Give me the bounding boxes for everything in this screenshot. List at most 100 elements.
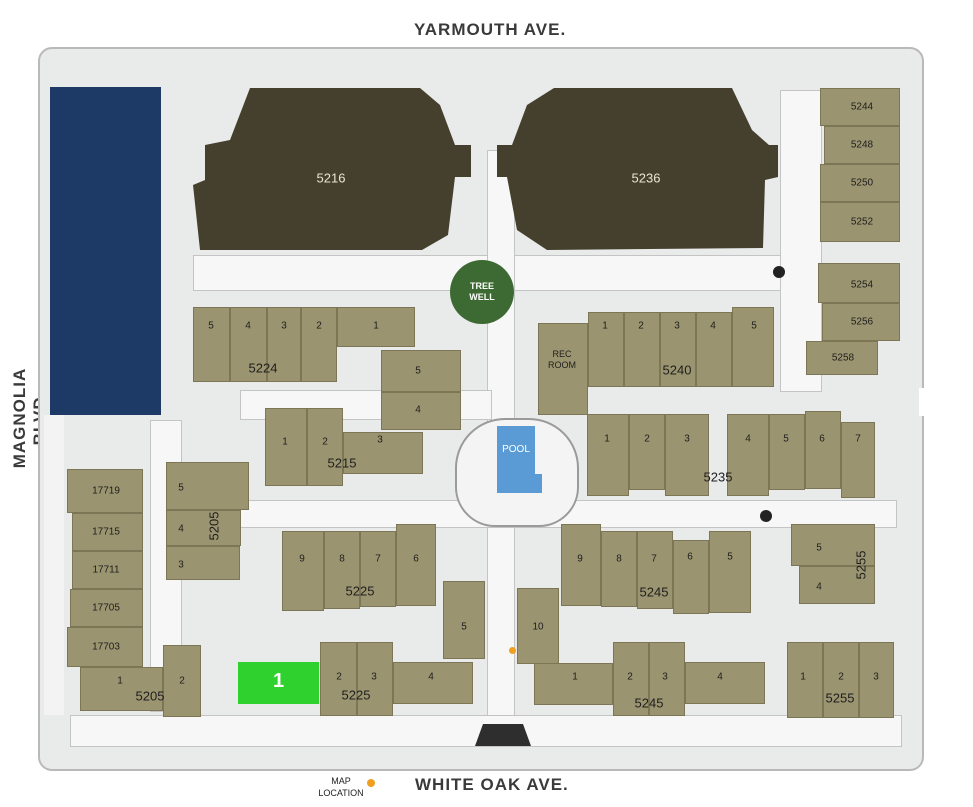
- building-5225-unit-3: [357, 642, 393, 716]
- building-17719-label: 17719: [92, 485, 120, 497]
- building-5250-label: 5250: [850, 177, 874, 189]
- street-white-oak-ave: WHITE OAK AVE.: [415, 775, 569, 794]
- unit-label: 4: [816, 581, 822, 593]
- unit-label: 7: [651, 553, 657, 565]
- unit-label: 6: [687, 551, 693, 563]
- building-5215-unit-2: [307, 408, 343, 486]
- building-5224-unit-1: [337, 307, 415, 347]
- building-5245-unit-5: [709, 531, 751, 613]
- rec-room-label: REC ROOM: [548, 349, 576, 370]
- unit-label: 5: [415, 365, 421, 377]
- rec-room: [538, 323, 588, 415]
- building-5225-unit-7: [360, 531, 396, 607]
- unit-label: 3: [873, 671, 879, 683]
- building-5245-unit-4: [685, 662, 765, 704]
- building-5248: [824, 126, 900, 164]
- unit-label: 7: [375, 553, 381, 565]
- building-5215-unit-1: [265, 408, 307, 486]
- building-5245-unit-8: [601, 531, 637, 607]
- building-5224-label: 5224: [248, 360, 278, 376]
- entrance-arrow: [475, 724, 531, 746]
- parking-lot: [50, 87, 161, 415]
- unit-label: 6: [819, 433, 825, 445]
- unit-label: 3: [281, 320, 287, 332]
- building-5240-unit-1: [588, 312, 624, 387]
- map-location-marker: [509, 647, 516, 654]
- building-center-unit-10: [517, 588, 559, 664]
- unit-label: 5: [783, 433, 789, 445]
- pool-label: POOL: [502, 444, 530, 455]
- unit-label: 4: [745, 433, 751, 445]
- building-5224-unit-5: [193, 307, 230, 382]
- building-5245-unit-2: [613, 642, 649, 716]
- unit-label: 7: [855, 433, 861, 445]
- unit-label: 8: [339, 553, 345, 565]
- unit-label: 2: [638, 320, 644, 332]
- unit-label: 3: [684, 433, 690, 445]
- unit-label: 3: [178, 559, 184, 571]
- building-5245-bottom-label: 5245: [634, 695, 664, 711]
- building-5240-unit-5: [732, 307, 774, 387]
- building-5255-unit-2: [823, 642, 859, 718]
- building-5244: [820, 88, 900, 126]
- building-5215-label: 5215: [327, 455, 357, 471]
- unit-label: 9: [299, 553, 305, 565]
- lamp-dot: [760, 510, 772, 522]
- building-center-unit-5: [443, 581, 485, 659]
- building-5240-unit-3: [660, 312, 696, 387]
- building-5205-unit-4: [166, 510, 241, 546]
- pool: [497, 426, 542, 493]
- unit-label: 5: [727, 551, 733, 563]
- building-5258-label: 5258: [831, 352, 855, 364]
- unit-label: 4: [245, 320, 251, 332]
- building-5224-unit-4: [230, 307, 267, 382]
- unit-label: 5: [208, 320, 214, 332]
- unit-label: 2: [838, 671, 844, 683]
- building-5215-unit-3: [343, 432, 423, 474]
- lamp-dot: [773, 266, 785, 278]
- building-5225-unit-4: [393, 662, 473, 704]
- unit-label: 2: [179, 675, 185, 687]
- building-5205-bottom-label: 5205: [135, 688, 165, 704]
- unit-label: 8: [616, 553, 622, 565]
- building-17719: [67, 469, 143, 513]
- building-17715: [72, 513, 143, 551]
- unit-label: 5: [178, 482, 184, 494]
- building-5255-unit-3: [859, 642, 894, 718]
- map-location-legend-dot: [367, 779, 375, 787]
- building-5235-unit-2: [629, 414, 665, 490]
- building-5244-label: 5244: [850, 101, 874, 113]
- building-17703: [67, 627, 143, 667]
- building-5252: [820, 202, 900, 242]
- building-5252-label: 5252: [850, 216, 874, 228]
- building-5205-unit-2: [163, 645, 201, 717]
- building-5235-label: 5235: [703, 469, 733, 485]
- building-5254: [818, 263, 900, 303]
- highlighted-unit-label: 1: [272, 670, 285, 692]
- unit-label: 5: [816, 542, 822, 554]
- unit-label: 1: [800, 671, 806, 683]
- highlighted-unit: [238, 662, 319, 704]
- building-17715-label: 17715: [92, 526, 120, 538]
- building-5205-unit-1: [80, 667, 163, 711]
- building-5258: [806, 341, 878, 375]
- building-5236-shape: [497, 88, 778, 250]
- unit-label: 10: [532, 621, 544, 633]
- building-5245-unit-1: [534, 663, 613, 705]
- building-5225-unit-6: [396, 524, 436, 606]
- unit-label: 5: [751, 320, 757, 332]
- open-area-west: [44, 415, 64, 715]
- unit-label: 3: [674, 320, 680, 332]
- building-5225-unit-8: [324, 531, 360, 609]
- tree-well: [450, 260, 514, 324]
- building-17705: [70, 589, 143, 627]
- unit-label: 5: [461, 621, 467, 633]
- building-5255-bottom-label: 5255: [825, 690, 855, 706]
- building-5240-label: 5240: [662, 362, 692, 378]
- unit-label: 4: [710, 320, 716, 332]
- building-5256-label: 5256: [850, 316, 874, 328]
- building-5235-unit-1: [587, 414, 629, 496]
- unit-label: 2: [322, 436, 328, 448]
- building-5248-label: 5248: [850, 139, 874, 151]
- building-5225-bottom-label: 5225: [341, 687, 371, 703]
